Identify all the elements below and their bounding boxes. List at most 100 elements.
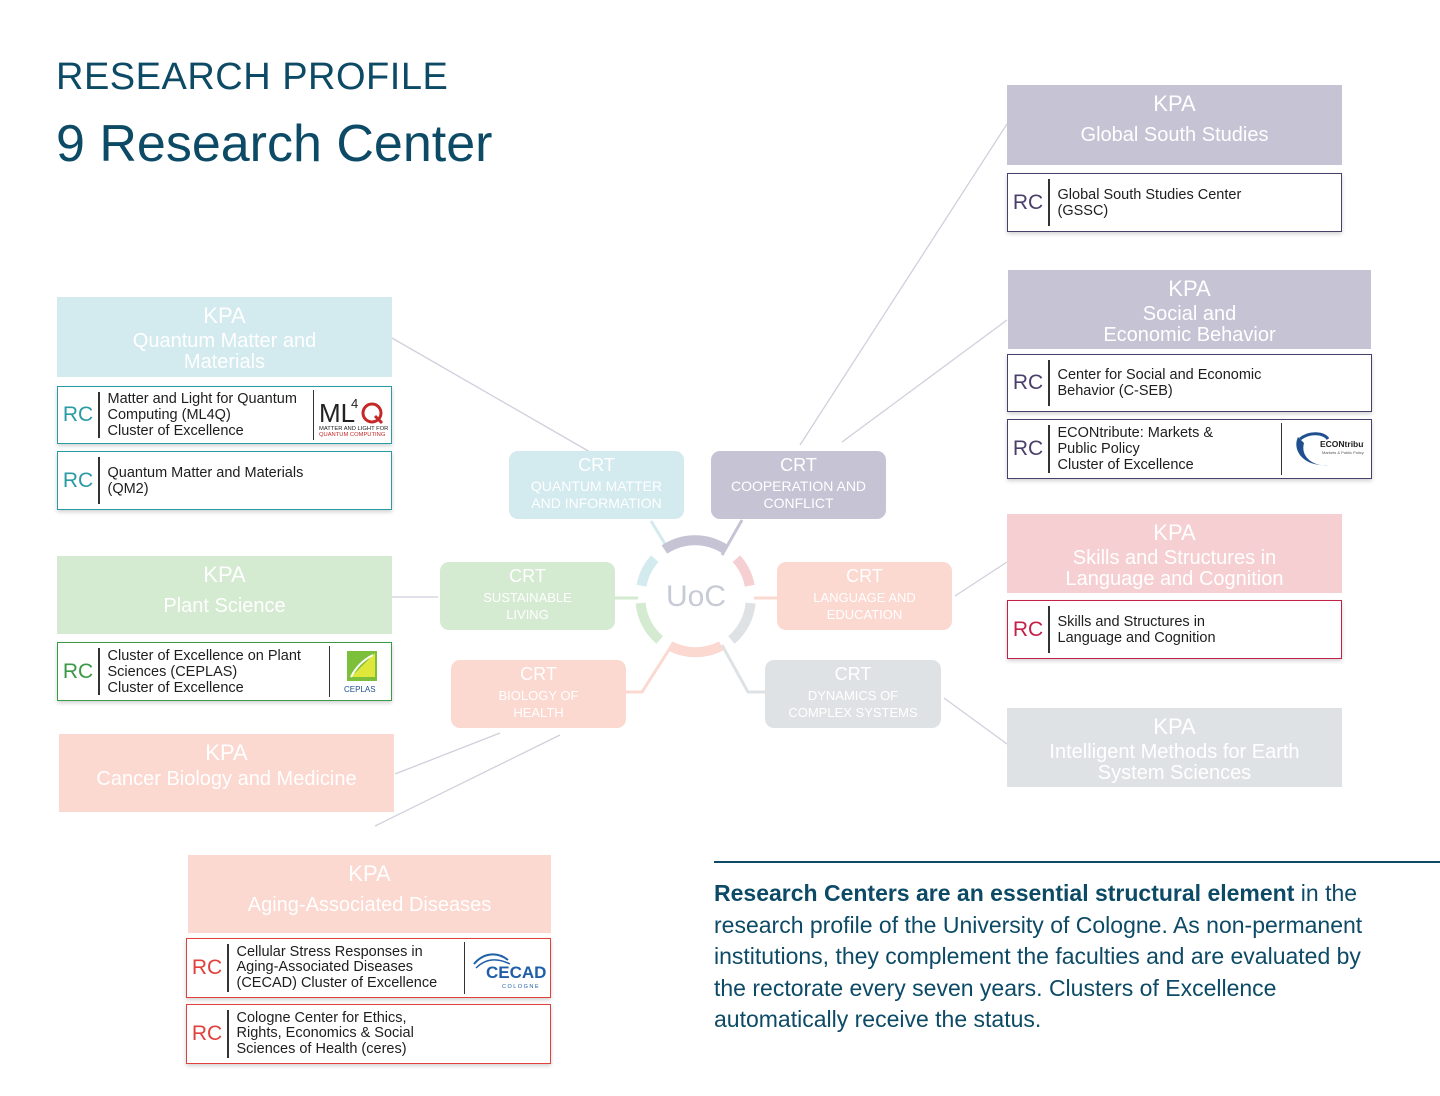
kpa-tag: KPA [1153, 714, 1196, 739]
econtribute-logo: ECONtribute Markets & Public Policy [1281, 423, 1371, 475]
rc-name: Center for Social and Economic Behavior … [1057, 367, 1262, 399]
kpa-tag: KPA [1153, 91, 1196, 116]
rc-cecad[interactable]: RC Cellular Stress Responses in Aging-As… [186, 938, 551, 998]
cecad-subtext: COLOGNE [502, 984, 540, 990]
ceplas-leaf-icon: CEPLAS [344, 650, 377, 694]
rc-name: ECONtribute: Markets & Public Policy [1057, 425, 1214, 457]
ml4q-sup: 4 [351, 396, 358, 411]
kpa-tag: KPA [1153, 520, 1196, 545]
crt-tag: CRT [520, 664, 557, 684]
kpa-tag: KPA [205, 740, 248, 765]
crt-name: QUANTUM MATTER AND INFORMATION [530, 478, 663, 511]
crt-name: LANGUAGE AND EDUCATION [813, 590, 916, 622]
ml4q-icon: ML 4 MATTER AND LIGHT FOR QUANTUM COMPUT… [319, 396, 388, 438]
kpa-name: Social and Economic Behavior [1103, 303, 1276, 346]
rc-ml4q[interactable]: RC Matter and Light for Quantum Computin… [57, 386, 392, 444]
ceplas-text: CEPLAS [344, 685, 376, 694]
logo-text-sub: Markets & Public Policy [1322, 450, 1364, 455]
rc-divider [227, 944, 229, 992]
rc-subtitle: Cluster of Excellence [300, 974, 438, 991]
section-divider [714, 861, 1440, 863]
rc-tag: RC [191, 956, 223, 979]
kpa-aging: KPA Aging-Associated Diseases [188, 855, 551, 933]
rc-tag: RC [62, 403, 94, 426]
crt-language: CRT LANGUAGE AND EDUCATION [777, 562, 952, 630]
rc-tag: RC [62, 659, 94, 683]
rc-divider [1048, 360, 1050, 406]
connector-cancer [394, 732, 501, 775]
rc-ceres[interactable]: RC Cologne Center for Ethics, Rights, Ec… [186, 1004, 551, 1064]
crt-name: SUSTAINABLE LIVING [483, 590, 572, 622]
link-dynamics [720, 644, 766, 694]
connector-quantum [391, 337, 591, 453]
description-lead: Research Centers are an essential struct… [714, 880, 1295, 906]
connector-intelligent [943, 697, 1008, 745]
kpa-tag: KPA [348, 861, 391, 886]
ml4q-line2: QUANTUM COMPUTING [319, 432, 386, 438]
rc-qm2[interactable]: RC Quantum Matter and Materials (QM2) [57, 451, 392, 510]
rc-tag: RC [191, 1022, 223, 1045]
rc-skills[interactable]: RC Skills and Structures in Language and… [1007, 600, 1342, 659]
rc-cseb[interactable]: RC Center for Social and Economic Behavi… [1007, 354, 1372, 412]
crt-cooperation: CRT COOPERATION AND CONFLICT [711, 451, 886, 519]
connector-skills [954, 561, 1008, 597]
rc-tag: RC [1012, 371, 1044, 394]
crt-dynamics: CRT DYNAMICS OF COMPLEX SYSTEMS [765, 660, 941, 728]
rc-name: Skills and Structures in Language and Co… [1057, 613, 1216, 646]
rc-name: Cellular Stress Responses in Aging-Assoc… [236, 943, 423, 991]
econtribute-swoosh-icon: ECONtribute Markets & Public Policy [1295, 432, 1364, 466]
hub-ring [635, 535, 756, 658]
cecad-text: CECAD [486, 963, 546, 982]
rc-tag: RC [1012, 617, 1044, 641]
rc-divider [98, 648, 100, 695]
crt-tag: CRT [834, 664, 872, 684]
rc-gssc[interactable]: RC Global South Studies Center (GSSC) [1007, 173, 1342, 232]
rc-name: Matter and Light for Quantum Computing (… [107, 391, 297, 423]
rc-tag: RC [62, 468, 94, 492]
rc-subtitle: Cluster of Excellence [107, 679, 244, 696]
ml4q-logo: ML 4 MATTER AND LIGHT FOR QUANTUM COMPUT… [313, 390, 391, 440]
kpa-tag: KPA [203, 562, 246, 587]
kpa-plant: KPA Plant Science [57, 556, 392, 634]
rc-name: Quantum Matter and Materials (QM2) [107, 464, 304, 497]
crt-tag: CRT [578, 455, 615, 475]
rc-divider [1048, 606, 1050, 653]
crt-sustainable: CRT SUSTAINABLE LIVING [440, 562, 615, 630]
kpa-name: Cancer Biology and Medicine [96, 768, 357, 790]
kpa-skills: KPA Skills and Structures in Language an… [1007, 514, 1342, 593]
ml4q-line1: MATTER AND LIGHT FOR [319, 426, 388, 432]
crt-name: BIOLOGY OF HEALTH [498, 688, 579, 720]
rc-tag: RC [1012, 190, 1044, 214]
crt-name: COOPERATION AND CONFLICT [730, 478, 867, 511]
page-title: 9 Research Center [56, 115, 493, 173]
rc-ceplas[interactable]: RC Cluster of Excellence on Plant Scienc… [57, 642, 392, 701]
kpa-global-south: KPA Global South Studies [1007, 85, 1342, 165]
kpa-tag: KPA [1168, 276, 1211, 301]
kpa-tag: KPA [203, 303, 246, 328]
hub-label: UoC [665, 580, 726, 613]
crt-tag: CRT [509, 566, 546, 586]
cecad-icon: CECAD COLOGNE [472, 953, 546, 990]
kpa-cancer: KPA Cancer Biology and Medicine [59, 734, 394, 812]
rc-tag: RC [1012, 437, 1044, 460]
rc-name: Cluster of Excellence on Plant Sciences … [107, 647, 301, 680]
rc-divider [1048, 179, 1050, 226]
rc-subtitle: Cluster of Excellence [1057, 457, 1194, 473]
crt-tag: CRT [780, 455, 817, 475]
connector-global-south [799, 123, 1008, 446]
crt-name: DYNAMICS OF COMPLEX SYSTEMS [788, 688, 918, 720]
kpa-social-econ: KPA Social and Economic Behavior [1008, 270, 1371, 349]
logo-text: ECONtribute [1320, 439, 1364, 449]
kpa-name: Global South Studies [1080, 124, 1269, 146]
kpa-name: Aging-Associated Diseases [247, 894, 492, 916]
ceplas-logo: CEPLAS [329, 646, 391, 697]
connector-social-econ [841, 319, 1008, 443]
crt-quantum-info: CRT QUANTUM MATTER AND INFORMATION [509, 451, 684, 519]
rc-name: Global South Studies Center (GSSC) [1057, 186, 1242, 219]
cecad-logo: CECAD COLOGNE [464, 942, 550, 994]
kpa-name: Plant Science [163, 595, 286, 617]
kpa-name: Skills and Structures in Language and Co… [1065, 547, 1284, 590]
rc-econtribute[interactable]: RC ECONtribute: Markets & Public Policy … [1007, 419, 1372, 479]
kpa-name: Quantum Matter and Materials [132, 330, 317, 373]
description-body: in the research profile of the Universit… [714, 880, 1363, 1032]
